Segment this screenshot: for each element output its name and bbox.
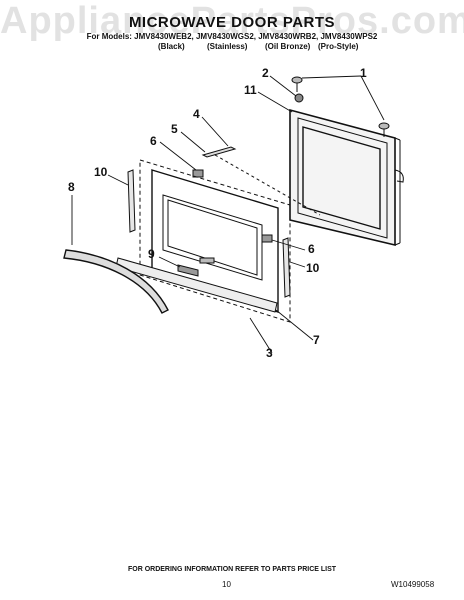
- hinge-parts: [201, 146, 321, 216]
- tab-part-lower: [261, 234, 273, 243]
- door-frame-part: [289, 108, 404, 247]
- callout-1: 1: [360, 66, 367, 80]
- watermark: AppliancePartsPros.com: [0, 0, 464, 42]
- tab-part-upper: [192, 169, 204, 178]
- side-trim-right: [282, 237, 291, 298]
- leader-lines: [71, 75, 385, 354]
- callout-10-right: 10: [306, 261, 320, 275]
- callout-6-upper: 6: [150, 134, 157, 148]
- model-list: For Models: JMV8430WEB2, JMV8430WGS2, JM…: [86, 32, 378, 41]
- badge-part: [177, 264, 199, 277]
- finish-label-oil-bronze: (Oil Bronze): [265, 42, 311, 51]
- finish-label-black: (Black): [158, 42, 185, 51]
- callout-2: 2: [262, 66, 269, 80]
- callout-5: 5: [171, 122, 178, 136]
- door-handle-part: [63, 249, 169, 314]
- callout-3: 3: [266, 346, 273, 360]
- ordering-note: FOR ORDERING INFORMATION REFER TO PARTS …: [127, 566, 337, 573]
- callout-6-lower: 6: [308, 242, 315, 256]
- callout-4: 4: [193, 107, 200, 121]
- page-title: MICROWAVE DOOR PARTS: [128, 14, 336, 31]
- callout-7: 7: [313, 333, 320, 347]
- callout-10-left: 10: [94, 165, 108, 179]
- callout-11: 11: [244, 83, 257, 97]
- page-number: 10: [222, 580, 231, 589]
- callout-8: 8: [68, 180, 75, 194]
- side-trim-left: [127, 169, 136, 233]
- callout-9: 9: [148, 247, 155, 261]
- document-number: W10499058: [391, 580, 435, 589]
- finish-label-stainless: (Stainless): [207, 42, 248, 51]
- finish-label-pro-style: (Pro-Style): [318, 42, 359, 51]
- screw-parts: [291, 76, 390, 137]
